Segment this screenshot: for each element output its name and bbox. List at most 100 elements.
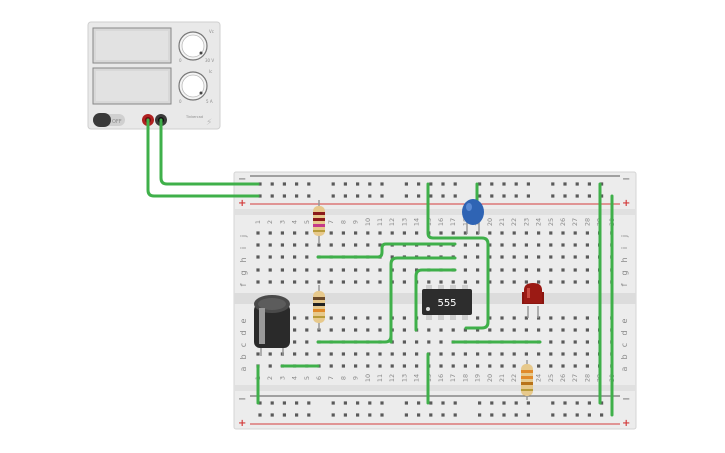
- hole-b13[interactable]: [402, 352, 406, 356]
- hole-b23[interactable]: [524, 352, 528, 356]
- hole-i18[interactable]: [463, 243, 467, 247]
- rail-hole[interactable]: [282, 194, 286, 198]
- hole-e13[interactable]: [402, 316, 406, 320]
- rail-hole[interactable]: [587, 194, 591, 198]
- hole-d26[interactable]: [561, 328, 565, 332]
- rail-hole[interactable]: [600, 182, 604, 186]
- rail-hole[interactable]: [551, 401, 555, 405]
- rail-hole[interactable]: [331, 194, 335, 198]
- rail-hole[interactable]: [331, 413, 335, 417]
- hole-j7[interactable]: [329, 231, 333, 235]
- hole-a12[interactable]: [390, 364, 394, 368]
- hole-b10[interactable]: [366, 352, 370, 356]
- hole-i20[interactable]: [488, 243, 492, 247]
- hole-h19[interactable]: [476, 255, 480, 259]
- hole-g3[interactable]: [280, 268, 284, 272]
- hole-f18[interactable]: [463, 280, 467, 284]
- wire-g-row[interactable]: [316, 242, 457, 259]
- rail-hole[interactable]: [258, 401, 262, 405]
- hole-d22[interactable]: [512, 328, 516, 332]
- rail-hole[interactable]: [295, 401, 299, 405]
- rail-hole[interactable]: [343, 194, 347, 198]
- hole-j5[interactable]: [305, 231, 309, 235]
- rail-hole[interactable]: [526, 182, 530, 186]
- rail-hole[interactable]: [441, 182, 445, 186]
- hole-b9[interactable]: [354, 352, 358, 356]
- hole-a2[interactable]: [268, 364, 272, 368]
- hole-g22[interactable]: [512, 268, 516, 272]
- hole-f22[interactable]: [512, 280, 516, 284]
- hole-e22[interactable]: [512, 316, 516, 320]
- hole-d7[interactable]: [329, 328, 333, 332]
- hole-c15[interactable]: [427, 340, 431, 344]
- rail-hole[interactable]: [441, 194, 445, 198]
- hole-g20[interactable]: [488, 268, 492, 272]
- wires[interactable]: [146, 118, 614, 417]
- hole-b5[interactable]: [305, 352, 309, 356]
- hole-j14[interactable]: [415, 231, 419, 235]
- hole-d24[interactable]: [537, 328, 541, 332]
- hole-e8[interactable]: [341, 316, 345, 320]
- hole-b25[interactable]: [549, 352, 553, 356]
- hole-c16[interactable]: [439, 340, 443, 344]
- rail-hole[interactable]: [526, 401, 530, 405]
- hole-h28[interactable]: [585, 255, 589, 259]
- hole-g11[interactable]: [378, 268, 382, 272]
- hole-d27[interactable]: [573, 328, 577, 332]
- hole-e20[interactable]: [488, 316, 492, 320]
- hole-h21[interactable]: [500, 255, 504, 259]
- rail-hole[interactable]: [380, 401, 384, 405]
- hole-f10[interactable]: [366, 280, 370, 284]
- rail-hole[interactable]: [526, 413, 530, 417]
- rail-hole[interactable]: [575, 182, 579, 186]
- hole-d10[interactable]: [366, 328, 370, 332]
- rail-hole[interactable]: [453, 194, 457, 198]
- wire-left-bottom[interactable]: [316, 334, 393, 344]
- hole-a11[interactable]: [378, 364, 382, 368]
- hole-i22[interactable]: [512, 243, 516, 247]
- hole-h25[interactable]: [549, 255, 553, 259]
- hole-e28[interactable]: [585, 316, 589, 320]
- hole-j16[interactable]: [439, 231, 443, 235]
- electrolytic-capacitor[interactable]: [254, 295, 290, 356]
- hole-h18[interactable]: [463, 255, 467, 259]
- hole-d20[interactable]: [488, 328, 492, 332]
- hole-b2[interactable]: [268, 352, 272, 356]
- rail-hole[interactable]: [453, 182, 457, 186]
- hole-j24[interactable]: [537, 231, 541, 235]
- rail-hole[interactable]: [575, 194, 579, 198]
- rail-hole[interactable]: [368, 194, 372, 198]
- hole-g18[interactable]: [463, 268, 467, 272]
- hole-b8[interactable]: [341, 352, 345, 356]
- rail-hole[interactable]: [575, 413, 579, 417]
- hole-j28[interactable]: [585, 231, 589, 235]
- hole-c14[interactable]: [415, 340, 419, 344]
- rail-hole[interactable]: [490, 182, 494, 186]
- hole-b18[interactable]: [463, 352, 467, 356]
- hole-a25[interactable]: [549, 364, 553, 368]
- hole-i21[interactable]: [500, 243, 504, 247]
- hole-f8[interactable]: [341, 280, 345, 284]
- voltage-knob-icon[interactable]: [178, 31, 208, 61]
- hole-i4[interactable]: [293, 243, 297, 247]
- rail-hole[interactable]: [282, 401, 286, 405]
- hole-d9[interactable]: [354, 328, 358, 332]
- hole-d11[interactable]: [378, 328, 382, 332]
- hole-i10[interactable]: [366, 243, 370, 247]
- hole-c27[interactable]: [573, 340, 577, 344]
- hole-b21[interactable]: [500, 352, 504, 356]
- hole-f25[interactable]: [549, 280, 553, 284]
- hole-g6[interactable]: [317, 268, 321, 272]
- hole-h1[interactable]: [256, 255, 260, 259]
- rail-hole[interactable]: [429, 401, 433, 405]
- hole-g5[interactable]: [305, 268, 309, 272]
- hole-f5[interactable]: [305, 280, 309, 284]
- hole-f7[interactable]: [329, 280, 333, 284]
- hole-i8[interactable]: [341, 243, 345, 247]
- hole-f4[interactable]: [293, 280, 297, 284]
- rail-hole[interactable]: [356, 413, 360, 417]
- hole-h2[interactable]: [268, 255, 272, 259]
- ic-555-chip[interactable]: 555: [422, 285, 472, 320]
- hole-i1[interactable]: [256, 243, 260, 247]
- hole-g28[interactable]: [585, 268, 589, 272]
